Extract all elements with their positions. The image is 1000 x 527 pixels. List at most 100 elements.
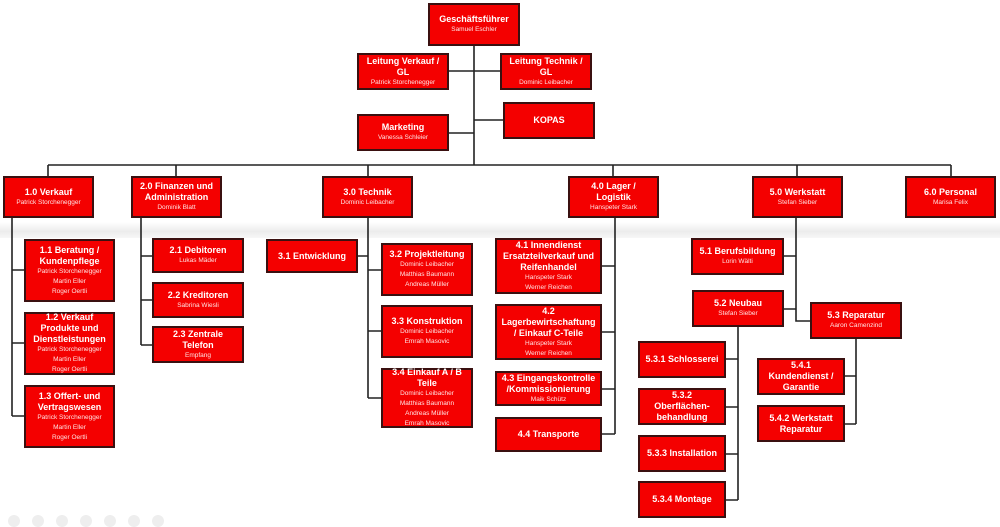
org-unit-u542[interactable]: 5.4.2 Werkstatt Reparatur bbox=[757, 405, 845, 442]
org-unit-u41[interactable]: 4.1 Innendienst Ersatzteilverkauf und Re… bbox=[495, 238, 602, 294]
unit-title: 1.1 Beratung / Kundenpflege bbox=[39, 244, 100, 266]
org-unit-u12[interactable]: 1.2 Verkauf Produkte und Dienstleistunge… bbox=[24, 312, 115, 375]
unit-person: Roger Oertli bbox=[51, 433, 88, 441]
unit-person: Roger Oertli bbox=[51, 287, 88, 295]
unit-person: Dominic Leibacher bbox=[400, 261, 454, 268]
unit-title: 5.0 Werkstatt bbox=[769, 186, 826, 197]
unit-person: Patrick Storchenegger bbox=[370, 78, 436, 86]
unit-title: 4.2 Lagerbewirtschaftung / Einkauf C-Tei… bbox=[501, 305, 596, 338]
unit-person: Roger Oertli bbox=[51, 366, 88, 373]
unit-person: Lorin Wälti bbox=[722, 258, 753, 265]
unit-person: Patrick Storchenegger bbox=[37, 413, 102, 421]
unit-title: 3.0 Technik bbox=[343, 186, 392, 197]
unit-title: 2.1 Debitoren bbox=[169, 245, 227, 255]
unit-person: Hanspeter Stark bbox=[590, 204, 637, 211]
unit-title: 3.2 Projektleitung bbox=[389, 249, 465, 259]
unit-title: 3.4 Einkauf A / B Teile bbox=[392, 367, 462, 388]
unit-person: Dominic Leibacher bbox=[400, 390, 454, 397]
unit-person: Werner Reichen bbox=[525, 283, 572, 291]
unit-title: 5.2 Neubau bbox=[713, 298, 762, 308]
unit-person: Martin Eller bbox=[53, 356, 86, 363]
unit-title: 5.3 Reparatur bbox=[827, 310, 885, 320]
org-unit-u531[interactable]: 5.3.1 Schlosserei bbox=[638, 341, 726, 378]
page-shadow-band bbox=[0, 222, 1000, 238]
unit-title: 3.3 Konstruktion bbox=[391, 316, 463, 326]
unit-person: Patrick Storchenegger bbox=[37, 346, 102, 353]
unit-title: 6.0 Personal bbox=[923, 186, 978, 197]
unit-person: Hanspeter Stark bbox=[525, 273, 572, 281]
org-unit-u44[interactable]: 4.4 Transporte bbox=[495, 417, 602, 452]
unit-title: 1.2 Verkauf Produkte und Dienstleistunge… bbox=[33, 312, 106, 344]
unit-person: Andreas Müller bbox=[405, 281, 449, 288]
unit-person: Empfang bbox=[184, 351, 212, 359]
unit-title: 5.1 Berufsbildung bbox=[699, 246, 776, 256]
unit-person: Andreas Müller bbox=[405, 410, 449, 417]
org-unit-u533[interactable]: 5.3.3 Installation bbox=[638, 435, 726, 472]
unit-title: 1.3 Offert- und Vertragswesen bbox=[37, 390, 102, 412]
org-unit-u541[interactable]: 5.4.1 Kundendienst / Garantie bbox=[757, 358, 845, 395]
unit-title: 4.3 Eingangskontrolle /Kommissionierung bbox=[501, 372, 596, 394]
unit-title: 4.1 Innendienst Ersatzteilverkauf und Re… bbox=[502, 239, 595, 272]
org-unit-u31[interactable]: 3.1 Entwicklung bbox=[266, 239, 358, 273]
unit-title: Marketing bbox=[381, 122, 425, 132]
unit-person: Stefan Sieber bbox=[718, 310, 758, 317]
org-unit-u532[interactable]: 5.3.2 Oberflächen-behandlung bbox=[638, 388, 726, 425]
unit-person: Matthias Baumann bbox=[399, 271, 455, 278]
unit-person: Patrick Storchenegger bbox=[16, 198, 81, 206]
pager-dots bbox=[8, 515, 164, 527]
unit-title: Leitung Verkauf / GL bbox=[366, 55, 440, 77]
unit-title: 5.3.2 Oberflächen-behandlung bbox=[654, 390, 710, 422]
unit-title: 1.0 Verkauf bbox=[24, 186, 73, 197]
unit-title: Geschäftsführer bbox=[439, 14, 509, 24]
unit-title: 4.4 Transporte bbox=[517, 429, 580, 439]
unit-title: 5.4.2 Werkstatt Reparatur bbox=[769, 412, 833, 434]
org-unit-kopas[interactable]: KOPAS bbox=[503, 102, 595, 139]
unit-person: Maik Schütz bbox=[530, 395, 567, 403]
unit-title: 5.4.1 Kundendienst / Garantie bbox=[768, 360, 834, 392]
unit-person: Vanessa Schleier bbox=[377, 134, 429, 141]
unit-person: Lukas Mäder bbox=[179, 257, 217, 264]
unit-title: 2.3 Zentrale Telefon bbox=[172, 328, 224, 350]
unit-person: Stefan Sieber bbox=[777, 198, 818, 206]
unit-person: Sabrina Wiesli bbox=[177, 301, 219, 309]
unit-person: Martin Eller bbox=[53, 423, 86, 431]
unit-person: Patrick Storchenegger bbox=[37, 267, 102, 275]
unit-title: 5.3.1 Schlosserei bbox=[645, 354, 719, 364]
org-unit-u534[interactable]: 5.3.4 Montage bbox=[638, 481, 726, 518]
unit-person: Aaron Camenzind bbox=[829, 322, 883, 329]
unit-title: Leitung Technik / GL bbox=[509, 55, 583, 77]
unit-person: Samuel Eschler bbox=[451, 26, 497, 33]
unit-title: 5.3.3 Installation bbox=[646, 448, 718, 458]
unit-title: 2.0 Finanzen und Administration bbox=[139, 181, 213, 202]
unit-person: Dominic Leibacher bbox=[519, 78, 573, 86]
unit-title: 2.2 Kreditoren bbox=[167, 289, 229, 300]
unit-person: Emrah Masovic bbox=[404, 420, 450, 427]
org-unit-u42[interactable]: 4.2 Lagerbewirtschaftung / Einkauf C-Tei… bbox=[495, 304, 602, 360]
unit-person: Emrah Masovic bbox=[404, 338, 450, 345]
unit-person: Martin Eller bbox=[53, 277, 86, 285]
unit-person: Hanspeter Stark bbox=[525, 339, 572, 347]
